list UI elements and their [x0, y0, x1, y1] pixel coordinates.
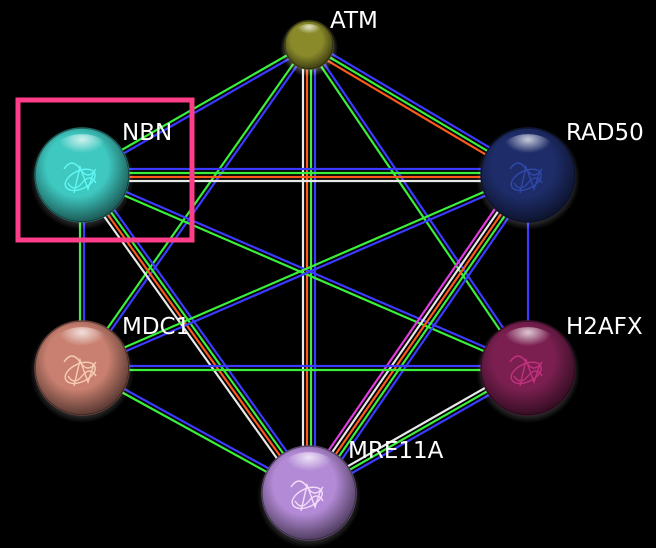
- edge-line-blue: [87, 172, 314, 490]
- node-atm[interactable]: ATM: [280, 8, 378, 77]
- node-label: RAD50: [566, 120, 644, 146]
- node-highlight: [283, 452, 335, 482]
- node-highlight: [502, 327, 554, 357]
- node-label: NBN: [122, 120, 172, 146]
- edge-NBN-RAD50[interactable]: [82, 169, 528, 181]
- node-highlight: [56, 134, 108, 164]
- node-mdc1[interactable]: MDC1: [30, 314, 190, 423]
- node-label: H2AFX: [566, 314, 643, 340]
- node-label: ATM: [330, 8, 378, 34]
- node-mre11a[interactable]: MRE11A: [257, 438, 444, 548]
- node-highlight: [56, 327, 108, 357]
- node-nbn[interactable]: NBN: [30, 120, 172, 230]
- node-label: MRE11A: [348, 438, 444, 464]
- edge-MDC1-H2AFX[interactable]: [82, 366, 528, 370]
- node-highlight: [502, 134, 554, 164]
- node-rad50[interactable]: RAD50: [476, 120, 644, 230]
- edges-layer: [77, 42, 534, 498]
- node-highlight: [296, 24, 322, 39]
- node-label: MDC1: [122, 314, 190, 340]
- node-h2afx[interactable]: H2AFX: [476, 314, 643, 423]
